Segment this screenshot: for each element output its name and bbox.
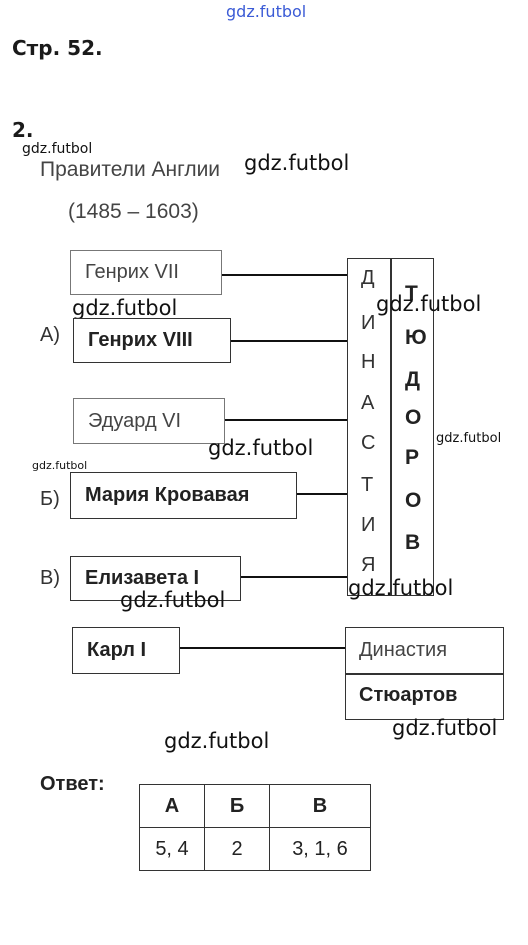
tudor-letter: Д xyxy=(405,368,420,391)
option-label-v: В) xyxy=(40,567,60,589)
ruler-edward-vi: Эдуард VI xyxy=(73,398,225,444)
answer-value-b: 2 xyxy=(204,827,270,871)
watermark: gdz.futbol xyxy=(120,588,226,612)
tudor-letter: Ю xyxy=(405,326,427,349)
watermark: gdz.futbol xyxy=(72,296,178,320)
dynasty-letter: Т xyxy=(361,474,374,496)
years-range: (1485 – 1603) xyxy=(68,200,199,223)
watermark: gdz.futbol xyxy=(244,151,350,175)
ruler-charles-i: Карл I xyxy=(72,627,180,674)
task-number: 2. xyxy=(12,118,34,142)
page-reference: Стр. 52. xyxy=(12,36,103,60)
ruler-henry-vii: Генрих VII xyxy=(70,250,222,295)
option-label-b: Б) xyxy=(40,488,60,510)
connector-line xyxy=(241,576,348,578)
watermark-top: gdz.futbol xyxy=(226,2,307,21)
connector-line xyxy=(225,419,348,421)
ruler-mary-bloody: Мария Кровавая xyxy=(70,472,297,519)
tudor-letter: Т xyxy=(405,282,418,305)
stuart-dynasty-divider xyxy=(345,673,504,675)
answer-header-b: Б xyxy=(204,784,270,828)
watermark: gdz.futbol xyxy=(164,729,270,753)
connector-line xyxy=(231,340,348,342)
tudor-letter: О xyxy=(405,406,422,429)
dynasty-letter: Н xyxy=(361,351,376,373)
connector-line xyxy=(180,647,346,649)
watermark: gdz.futbol xyxy=(376,292,482,316)
watermark: gdz.futbol xyxy=(436,431,502,446)
dynasty-letter: А xyxy=(361,392,375,414)
answer-header-row: А Б В xyxy=(139,784,371,828)
ruler-elizabeth-i: Елизавета I xyxy=(70,556,241,601)
tudor-letter: В xyxy=(405,531,421,554)
answer-value-a: 5, 4 xyxy=(139,827,205,871)
watermark: gdz.futbol xyxy=(32,459,88,472)
dynasty-letter: Д xyxy=(361,267,375,289)
stuart-dynasty-line2: Стюартов xyxy=(359,684,458,706)
option-label-a: А) xyxy=(40,324,60,346)
answer-table: А Б В 5, 4 2 3, 1, 6 xyxy=(139,784,371,871)
stuart-dynasty-line1: Династия xyxy=(359,639,448,661)
connector-line xyxy=(222,274,348,276)
page-title: Правители Англии xyxy=(40,158,221,181)
answer-header-v: В xyxy=(269,784,371,828)
watermark: gdz.futbol xyxy=(22,141,93,157)
connector-line xyxy=(297,493,348,495)
ruler-henry-viii: Генрих VIII xyxy=(73,318,231,363)
dynasty-letter: И xyxy=(361,514,376,536)
answer-label: Ответ: xyxy=(40,773,105,795)
answer-header-a: А xyxy=(139,784,205,828)
dynasty-letter: Я xyxy=(361,554,376,576)
tudor-dynasty-divider xyxy=(390,258,392,596)
watermark: gdz.futbol xyxy=(348,576,454,600)
watermark: gdz.futbol xyxy=(208,436,314,460)
answer-value-v: 3, 1, 6 xyxy=(269,827,371,871)
dynasty-letter: С xyxy=(361,432,376,454)
tudor-letter: Р xyxy=(405,446,420,469)
watermark: gdz.futbol xyxy=(392,716,498,740)
tudor-letter: О xyxy=(405,489,422,512)
answer-value-row: 5, 4 2 3, 1, 6 xyxy=(139,827,371,871)
dynasty-letter: И xyxy=(361,312,376,334)
